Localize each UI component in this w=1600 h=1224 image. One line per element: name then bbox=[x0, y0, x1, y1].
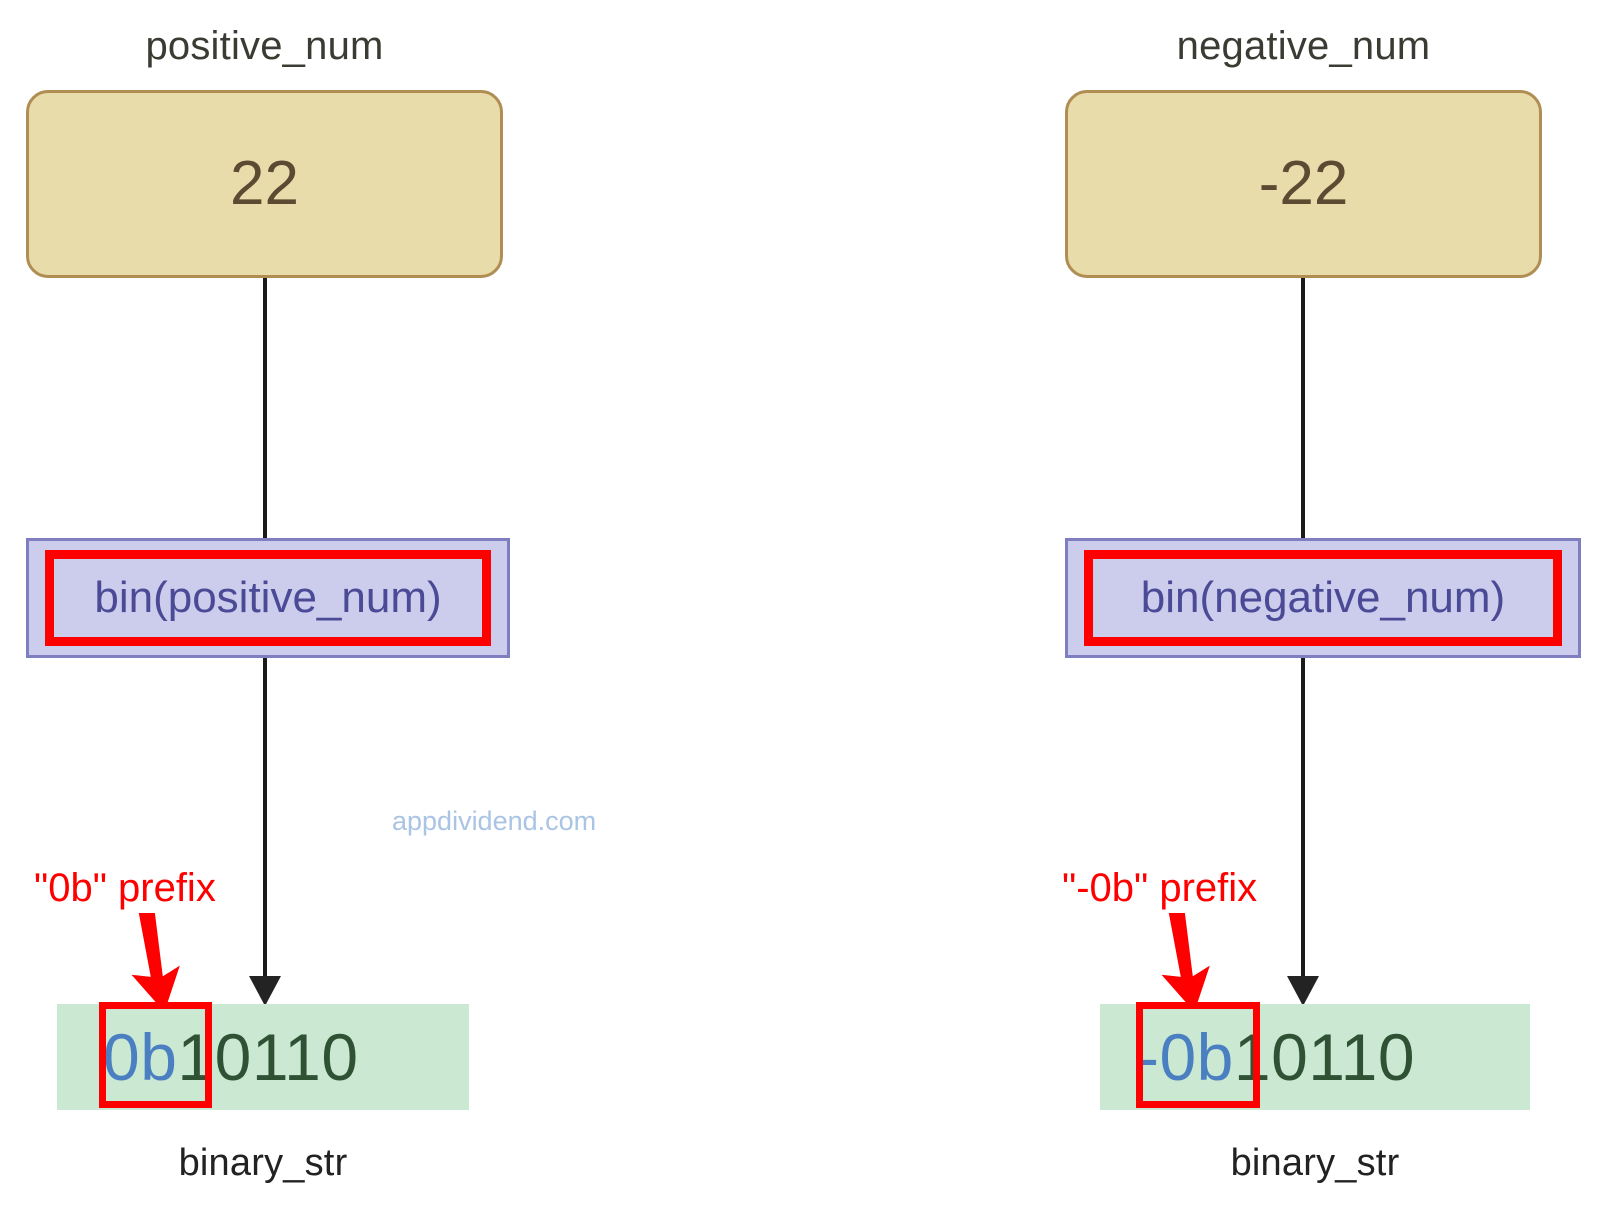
red-annotation-arrow-icon-positive bbox=[131, 913, 180, 1012]
result-box-negative: -0b 10110 bbox=[1100, 1004, 1530, 1110]
call-box-negative[interactable]: bin(negative_num) bbox=[1065, 538, 1581, 658]
value-box-negative: -22 bbox=[1065, 90, 1542, 278]
connector-positive-value-to-call bbox=[263, 278, 267, 540]
arrow-down-icon bbox=[249, 976, 281, 1006]
red-annotation-arrow-icon-negative bbox=[1161, 913, 1210, 1012]
result-caption-positive: binary_str bbox=[178, 1142, 348, 1184]
connector-positive-call-to-result bbox=[249, 658, 281, 1006]
result-body-negative: 10110 bbox=[1233, 1020, 1416, 1094]
call-highlight-frame-negative bbox=[1084, 550, 1562, 646]
arrow-down-icon bbox=[1287, 976, 1319, 1006]
prefix-highlight-frame-negative bbox=[1136, 1002, 1260, 1108]
variable-caption-negative: negative_num bbox=[1176, 24, 1431, 68]
annotation-label-negative: "-0b" prefix bbox=[1062, 866, 1258, 910]
value-text-positive: 22 bbox=[230, 149, 299, 218]
connector-negative-value-to-call bbox=[1301, 278, 1305, 540]
call-label-positive: bin(positive_num) bbox=[94, 573, 442, 622]
result-prefix-negative: -0b bbox=[1137, 1020, 1234, 1094]
annotation-label-positive: "0b" prefix bbox=[34, 866, 216, 910]
call-highlight-frame-positive bbox=[45, 550, 491, 646]
connector-negative-call-to-result bbox=[1287, 658, 1319, 1006]
call-box-positive[interactable]: bin(positive_num) bbox=[26, 538, 510, 658]
call-label-negative: bin(negative_num) bbox=[1140, 573, 1506, 622]
result-prefix-positive: 0b bbox=[103, 1020, 178, 1094]
result-caption-negative: binary_str bbox=[1230, 1142, 1400, 1184]
value-text-negative: -22 bbox=[1258, 149, 1349, 218]
prefix-highlight-frame-positive bbox=[99, 1002, 212, 1108]
variable-caption-positive: positive_num bbox=[145, 24, 384, 68]
watermark: appdividend.com bbox=[392, 806, 597, 836]
value-box-positive: 22 bbox=[26, 90, 503, 278]
